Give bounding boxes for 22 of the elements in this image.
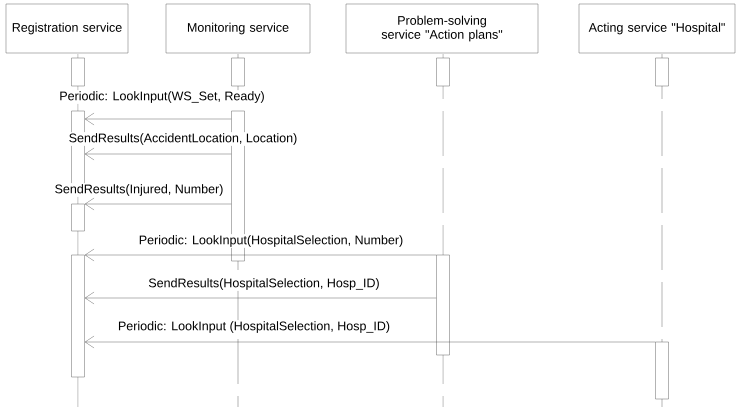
activation-bar bbox=[71, 254, 85, 378]
message-arrow bbox=[84, 112, 232, 126]
participant-box: Registration service bbox=[6, 4, 128, 54]
edge-label: Periodic: LookInput (HospitalSelection, Hosp_ID) bbox=[116, 320, 392, 334]
participant-box: Monitoring service bbox=[166, 4, 310, 54]
edge-label: SendResults(HospitalSelection, Hosp_ID) bbox=[147, 277, 381, 291]
activation-bar bbox=[655, 342, 669, 400]
message-arrow bbox=[84, 292, 436, 304]
activation-bar bbox=[231, 58, 245, 86]
activation-bar bbox=[655, 58, 669, 86]
activation-bar bbox=[71, 204, 85, 232]
message-arrow bbox=[84, 248, 436, 262]
activation-bar bbox=[436, 58, 450, 86]
edge-label: Periodic: LookInput(WS_Set, Ready) bbox=[58, 90, 266, 104]
participant-box: Problem-solving service "Action plans" bbox=[346, 4, 538, 54]
activation-bar bbox=[71, 58, 85, 86]
message-arrow bbox=[84, 198, 232, 210]
edge-label: Periodic: LookInput(HospitalSelection, Number) bbox=[138, 234, 404, 248]
activation-bar bbox=[436, 254, 450, 356]
participant-box: Acting service "Hospital" bbox=[578, 4, 736, 54]
message-arrow bbox=[84, 336, 656, 348]
message-arrow bbox=[84, 148, 232, 160]
